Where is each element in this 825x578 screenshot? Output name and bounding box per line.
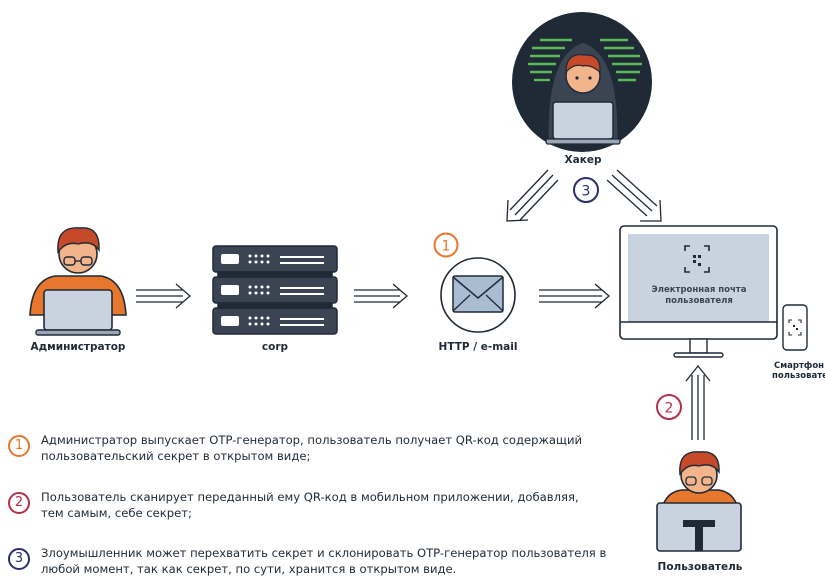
- legend-item-1: 1 Администратор выпускает OTP-генератор,…: [8, 432, 601, 464]
- badge-step-3: 3: [573, 177, 599, 203]
- legend-badge-1: 1: [8, 435, 30, 457]
- legend-badge-3: 3: [8, 548, 30, 570]
- legend-badge-2: 2: [8, 492, 30, 514]
- svg-text:3: 3: [582, 184, 591, 200]
- email-envelope-icon: [440, 257, 516, 333]
- email-screen-label: Электронная почта пользователя: [651, 285, 747, 306]
- arrow-server-to-channel: [354, 283, 408, 309]
- badge-step-2: 2: [656, 394, 682, 420]
- arrow-hacker-to-channel: [506, 169, 559, 222]
- smartphone-icon: [782, 304, 808, 351]
- svg-text:2: 2: [665, 401, 674, 417]
- server-label: corp: [261, 341, 289, 353]
- legend-text-3: Злоумышленник может перехватить секрет и…: [41, 546, 607, 576]
- legend-text-1: Администратор выпускает OTP-генератор, п…: [41, 433, 583, 463]
- smartphone-label: Смартфон пользователя: [772, 361, 825, 381]
- legend-item-2: 2 Пользователь сканирует переданный ему …: [8, 489, 601, 521]
- arrow-user-to-monitor: [685, 364, 711, 440]
- administrator-figure: [29, 227, 127, 336]
- user-label: Пользователь: [657, 561, 743, 573]
- svg-text:1: 1: [442, 239, 451, 255]
- arrow-admin-to-server: [136, 283, 191, 309]
- server-stack-icon: [212, 245, 338, 335]
- channel-label: HTTP / e-mail: [438, 341, 518, 353]
- qr-scan-icon: [684, 245, 710, 273]
- arrow-channel-to-monitor: [539, 283, 610, 309]
- legend-item-3: 3 Злоумышленник может перехватить секрет…: [8, 545, 621, 577]
- hacker-label: Хакер: [564, 154, 602, 166]
- user-figure: [656, 451, 742, 552]
- hacker-figure: [512, 12, 652, 152]
- legend-text-2: Пользователь сканирует переданный ему QR…: [41, 490, 579, 520]
- badge-step-1: 1: [433, 232, 459, 258]
- user-monitor: [619, 225, 778, 358]
- admin-label: Администратор: [30, 341, 126, 353]
- arrow-hacker-to-monitor: [606, 169, 662, 222]
